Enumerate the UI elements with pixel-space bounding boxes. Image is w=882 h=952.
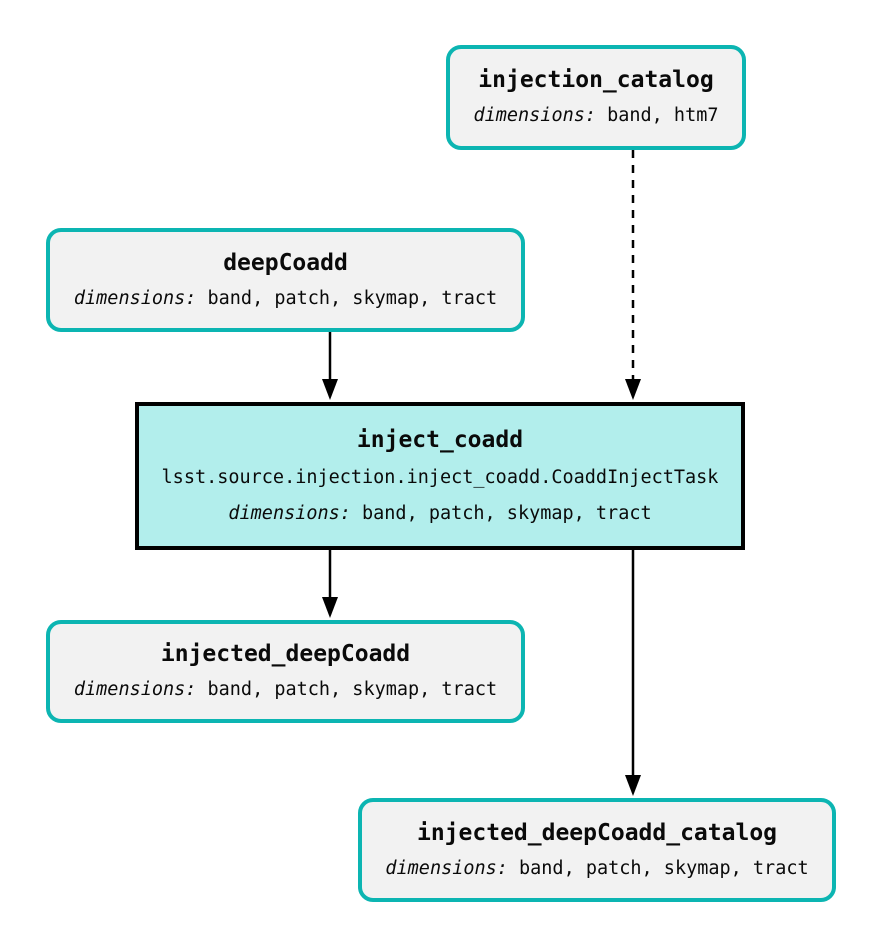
node-dimensions: dimensions: band, patch, skymap, tract (74, 680, 497, 700)
node-dimensions: dimensions: band, patch, skymap, tract (385, 857, 809, 879)
dimensions-value: band, htm7 (607, 105, 719, 127)
dimensions-label: dimensions: (73, 679, 197, 701)
node-title: injected_deepCoadd (160, 641, 411, 668)
dimensions-label: dimensions: (473, 105, 597, 127)
dimensions-label: dimensions: (385, 857, 508, 879)
node-title: injected_deepCoadd_catalog (416, 819, 778, 846)
edge-deepcoadd-to-inject-coadd (322, 332, 338, 400)
node-injected-deepcoadd-catalog: injected_deepCoadd_catalog dimensions: ba… (358, 798, 836, 902)
node-dimensions: dimensions: band, htm7 (473, 106, 718, 126)
dimensions-value: band, patch, skymap, tract (362, 502, 652, 524)
task-class-path: lsst.source.injection.inject_coadd.Coadd… (161, 467, 719, 489)
edge-inject-coadd-to-injected-deepcoadd (322, 550, 338, 618)
dimensions-label: dimensions: (73, 287, 197, 309)
node-title: injection_catalog (478, 67, 714, 94)
node-injection-catalog: injection_catalog dimensions: band, htm7 (446, 45, 746, 150)
dimensions-value: band, patch, skymap, tract (207, 679, 498, 701)
node-title: deepCoadd (223, 249, 348, 276)
node-inject-coadd-task: inject_coadd lsst.source.injection.injec… (135, 402, 745, 550)
edge-inject-coadd-to-injected-deepcoadd-catalog (625, 550, 641, 796)
dimensions-value: band, patch, skymap, tract (207, 287, 498, 309)
node-deepcoadd: deepCoadd dimensions: band, patch, skymap… (46, 228, 525, 332)
node-dimensions: dimensions: band, patch, skymap, tract (73, 287, 498, 309)
edge-injection-catalog-to-inject-coadd (625, 150, 641, 400)
dimensions-label: dimensions: (228, 502, 351, 524)
node-title: inject_coadd (356, 427, 524, 453)
node-injected-deepcoadd: injected_deepCoadd dimensions: band, patc… (46, 620, 525, 723)
dimensions-value: band, patch, skymap, tract (519, 857, 809, 879)
node-dimensions: dimensions: band, patch, skymap, tract (228, 502, 652, 524)
